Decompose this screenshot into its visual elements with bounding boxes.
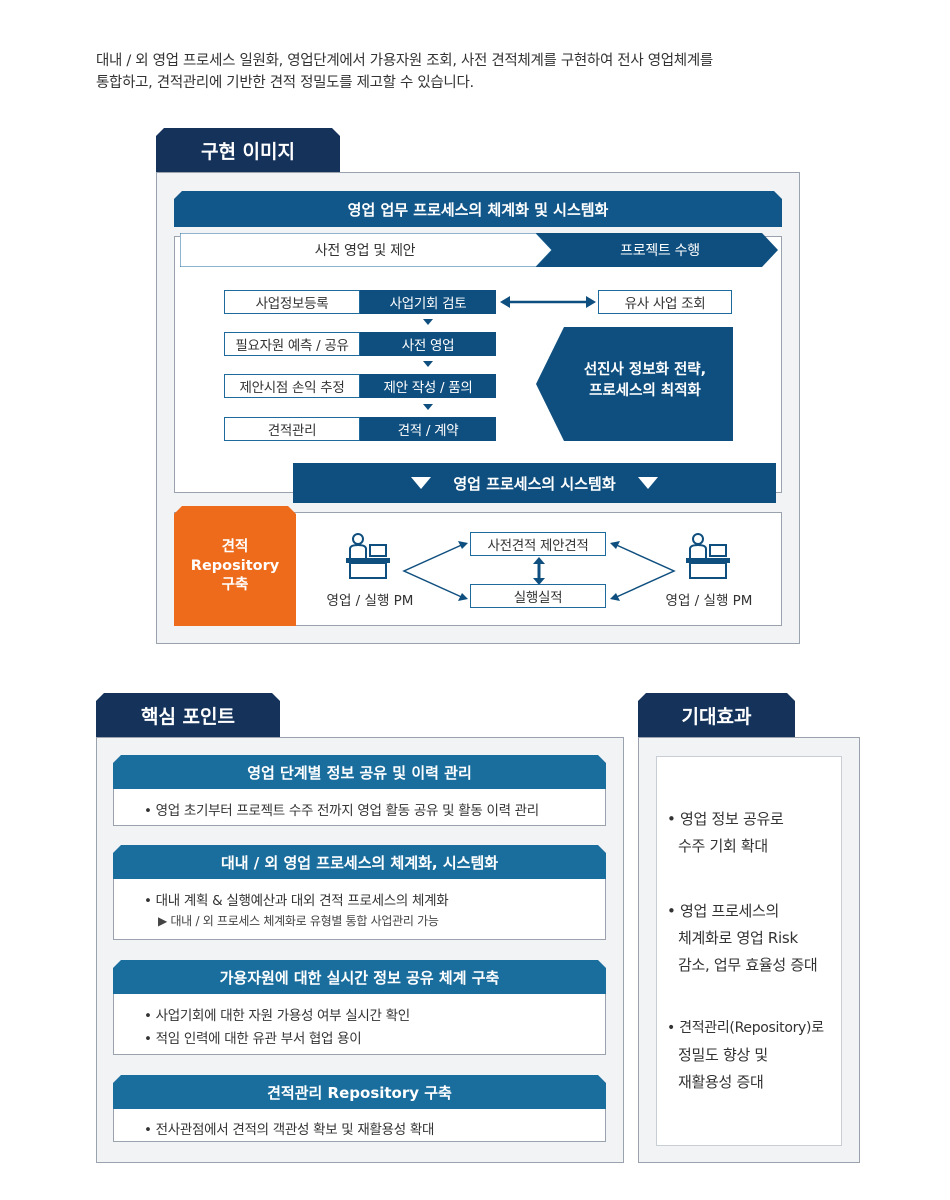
left-label-1: 사업정보등록: [224, 290, 360, 314]
phase-arrow: [180, 233, 778, 267]
pm-right-label: 영업 / 실행 PM: [665, 593, 753, 609]
down-triangle-icon: [637, 477, 658, 489]
effect-inner: [656, 756, 842, 1146]
effect-3-line-2: 정밀도 향상 및: [678, 1046, 768, 1064]
phase-pre-sales: 사전 영업 및 제안: [314, 243, 416, 259]
left-label-3: 제안시점 손익 추정: [224, 374, 360, 398]
estimate-bottom-box: 실행실적: [470, 584, 606, 608]
strategy-line-2: 프로세스의 최적화: [589, 383, 701, 399]
step-1: 사업기회 검토: [360, 290, 496, 314]
key-points-tab: 핵심 포인트: [96, 693, 280, 737]
effect-2-line-3: 감소, 업무 효율성 증대: [678, 956, 818, 974]
step-3: 제안 작성 / 품의: [360, 374, 496, 398]
key-card-3-title: 가용자원에 대한 실시간 정보 공유 체계 구축: [113, 960, 606, 994]
systemize-bar: 영업 프로세스의 시스템화: [293, 463, 776, 503]
key-card-1-bullet-1: • 영업 초기부터 프로젝트 수주 전까지 영업 활동 공유 및 활동 이력 관…: [144, 803, 539, 819]
systemize-label: 영업 프로세스의 시스템화: [453, 474, 616, 493]
effect-item-3: • 견적관리(Repository)로 정밀도 향상 및 재활용성 증대: [667, 1015, 824, 1096]
key-card-2-title: 대내 / 외 영업 프로세스의 체계화, 시스템화: [113, 845, 606, 879]
intro-line-2: 통합하고, 견적관리에 기반한 견적 정밀도를 제고할 수 있습니다.: [96, 75, 474, 91]
effect-1-line-2: 수주 기회 확대: [678, 837, 768, 855]
estimate-top-box: 사전견적 제안견적: [470, 532, 606, 556]
effect-3-line-1: • 견적관리(Repository)로: [667, 1020, 824, 1036]
effect-tab: 기대효과: [638, 693, 795, 737]
pm-person-desk-icon: [346, 533, 390, 579]
strategy-text: 선진사 정보화 전략, 프로세스의 최적화: [560, 360, 730, 402]
phase-project: 프로젝트 수행: [620, 243, 700, 259]
step-down-arrows: [423, 319, 433, 410]
estimate-connectors: [402, 541, 676, 601]
left-label-2: 필요자원 예측 / 공유: [224, 332, 360, 356]
effect-item-2: • 영업 프로세스의 체계화로 영업 Risk 감소, 업무 효율성 증대: [667, 898, 818, 979]
strategy-line-1: 선진사 정보화 전략,: [583, 362, 707, 378]
effect-3-line-3: 재활용성 증대: [678, 1073, 764, 1091]
effect-2-line-2: 체계화로 영업 Risk: [678, 929, 798, 947]
pm-left-label: 영업 / 실행 PM: [326, 593, 414, 609]
double-arrow-icon: [500, 296, 596, 308]
similar-project-box: 유사 사업 조회: [598, 290, 732, 314]
impl-tab: 구현 이미지: [156, 128, 340, 172]
key-card-4-bullet-1: • 전사관점에서 견적의 객관성 확보 및 재활용성 확대: [144, 1122, 435, 1138]
effect-item-1: • 영업 정보 공유로 수주 기회 확대: [667, 806, 784, 860]
effect-2-line-1: • 영업 프로세스의: [667, 902, 779, 920]
repo-line-2: Repository: [190, 557, 280, 574]
intro-text: 대내 / 외 영업 프로세스 일원화, 영업단계에서 가용자원 조회, 사전 견…: [96, 50, 856, 94]
key-card-1-title: 영업 단계별 정보 공유 및 이력 관리: [113, 755, 606, 789]
key-card-2-sub: ▶ 대내 / 외 프로세스 체계화로 유형별 통합 사업관리 가능: [158, 914, 439, 928]
key-card-3-bullet-1: • 사업기회에 대한 자원 가용성 여부 실시간 확인: [144, 1008, 410, 1024]
down-triangle-icon: [411, 477, 432, 489]
step-4: 견적 / 계약: [360, 417, 496, 441]
process-banner: 영업 업무 프로세스의 체계화 및 시스템화: [174, 191, 782, 227]
pm-person-desk-icon: [686, 533, 730, 579]
left-label-4: 견적관리: [224, 417, 360, 441]
repo-line-3: 구축: [221, 576, 249, 593]
repo-line-1: 견적: [221, 538, 249, 555]
effect-1-line-1: • 영업 정보 공유로: [667, 810, 784, 828]
step-2: 사전 영업: [360, 332, 496, 356]
key-card-4-title: 견적관리 Repository 구축: [113, 1075, 606, 1109]
strategy-shape: [536, 327, 733, 441]
key-card-3-bullet-2: • 적임 인력에 대한 유관 부서 협업 용이: [144, 1031, 362, 1047]
repository-badge: 견적 Repository 구축: [174, 506, 296, 626]
intro-line-1: 대내 / 외 영업 프로세스 일원화, 영업단계에서 가용자원 조회, 사전 견…: [96, 53, 713, 69]
key-card-2-bullet-1: • 대내 계획 & 실행예산과 대외 견적 프로세스의 체계화: [144, 893, 449, 909]
